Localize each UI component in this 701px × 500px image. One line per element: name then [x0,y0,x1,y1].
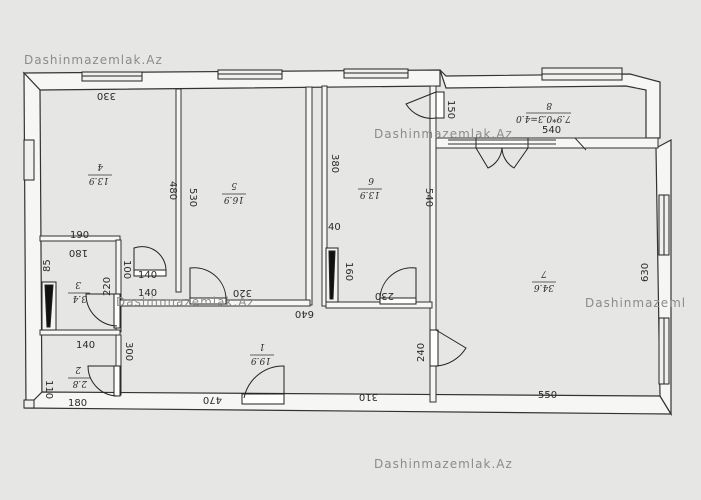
dim-220: 220 [102,277,113,296]
room-2-label: 2.8 2 [68,364,90,388]
door-room-7-double [475,137,529,169]
dim-480: 480 [167,181,178,200]
door-wc [87,365,121,397]
dimension-labels: 330 480 190 180 85 100 140 140 220 530 3… [42,90,651,409]
window-left-2 [23,399,35,409]
door-room-6 [379,267,417,305]
dim-140b: 140 [138,288,157,299]
svg-text:2.8: 2.8 [72,378,88,388]
wall-3-2 [39,329,121,336]
svg-text:16.9: 16.9 [224,194,244,204]
wall-6-7 [429,85,437,403]
door-entrance [241,365,285,405]
svg-text:3: 3 [75,279,81,289]
room-5-label: 16.9 5 [222,180,246,204]
dim-330: 330 [97,90,116,101]
watermark-mid-top: Dashinmazemlak.Az [374,127,513,141]
dim-150: 150 [445,100,456,119]
wall-7-balcony [435,137,659,149]
dim-40: 40 [328,222,341,233]
svg-text:6: 6 [368,175,374,185]
room-1-label: 19.9 1 [250,341,274,365]
door-room-5 [189,267,227,305]
door-balcony [405,91,445,119]
svg-text:8: 8 [546,100,552,110]
wall-4-3 [39,235,121,242]
bathtub [41,281,57,331]
room-labels: 13.9 4 16.9 5 13.9 6 34.6 7 7.9*0.3=4.0 … [68,100,571,388]
dim-530: 530 [187,188,198,207]
dim-550: 550 [538,390,557,401]
dim-160: 160 [343,262,354,281]
wall-4-5 [175,88,182,293]
room-8-label: 7.9*0.3=4.0 8 [516,100,571,123]
dim-85: 85 [42,259,53,272]
left-wall [23,71,43,409]
dim-180b: 180 [68,398,87,409]
svg-text:1: 1 [259,341,265,351]
room-3-label: 3.4 3 [68,279,90,303]
svg-text:34.6: 34.6 [534,282,554,292]
svg-text:19.9: 19.9 [251,355,271,365]
dim-240: 240 [416,343,427,362]
dim-540b: 540 [542,125,561,136]
dim-320: 320 [233,287,252,298]
svg-text:2: 2 [75,364,82,374]
svg-text:5: 5 [231,180,237,190]
svg-text:13.9: 13.9 [89,175,109,185]
watermark-right: Dashinmazeml [585,296,686,310]
watermarks: Dashinmazemlak.Az Dashinmazemlak.Az Dash… [24,53,686,471]
room-6-label: 13.9 6 [358,175,382,199]
door-room-3 [133,246,167,277]
dim-180a: 180 [69,247,88,258]
svg-text:3.4: 3.4 [72,293,87,303]
door-room-7 [429,329,467,367]
dim-300: 300 [123,342,134,361]
svg-text:7.9*0.3=4.0: 7.9*0.3=4.0 [516,113,571,123]
shower-fixture [325,247,339,303]
dim-110: 110 [43,380,54,399]
svg-text:4: 4 [97,161,104,171]
dim-380: 380 [329,154,340,173]
doors [85,91,529,405]
svg-text:13.9: 13.9 [360,189,380,199]
wall-6-bottom [325,301,433,309]
watermark-top-left: Dashinmazemlak.Az [24,53,163,67]
balcony-glazing [448,137,587,151]
dim-140a: 140 [138,270,157,281]
wall-6-left [321,85,328,307]
window-left-1 [23,139,35,181]
dim-140c: 140 [76,340,95,351]
dim-310: 310 [359,391,378,402]
dim-640: 640 [295,308,314,319]
dim-540a: 540 [423,188,434,207]
room-7-label: 34.6 7 [532,268,556,292]
dim-470: 470 [203,394,222,405]
dim-190: 190 [70,230,89,241]
dim-100: 100 [121,260,132,279]
dim-230: 230 [375,290,394,301]
watermark-mid-left: Dashinmazemlak.Az [116,295,255,309]
wall-5-6 [305,86,313,306]
room-4-label: 13.9 4 [88,161,112,185]
dim-630: 630 [640,263,651,282]
svg-text:7: 7 [541,268,547,278]
door-bath [85,293,121,329]
watermark-bottom: Dashinmazemlak.Az [374,457,513,471]
